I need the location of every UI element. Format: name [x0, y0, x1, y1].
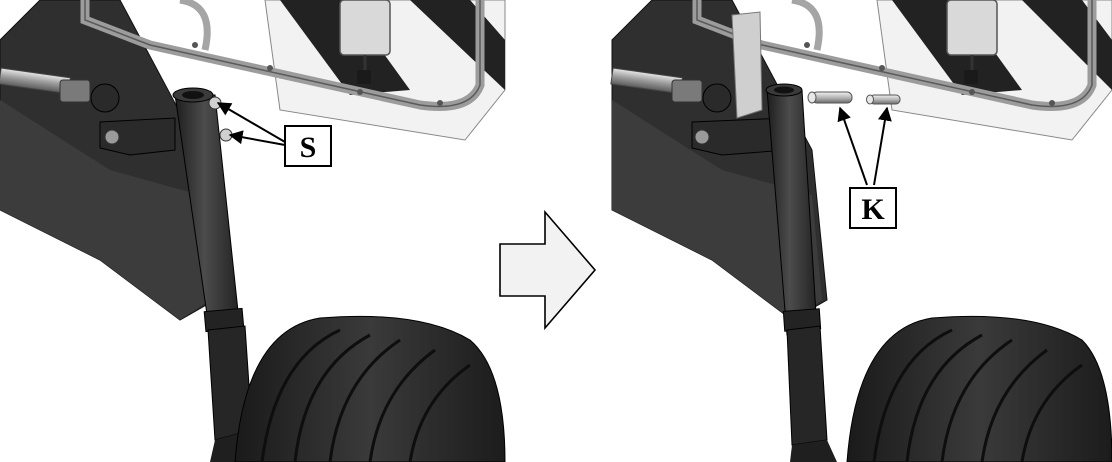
- left-callout-label: S: [300, 131, 317, 164]
- right-tire: [846, 315, 1112, 462]
- right-callout-box: [849, 187, 897, 229]
- left-control-box: [339, 0, 391, 56]
- left-leader-lower: [228, 130, 286, 146]
- right-callout-label: K: [861, 193, 885, 226]
- left-leader-upper: [216, 102, 286, 143]
- left-tire: [234, 315, 506, 462]
- left-fender-shade: [0, 100, 210, 320]
- left-bracket-nut: [104, 129, 120, 145]
- right-panel: K: [610, 0, 1112, 462]
- right-fender-shade: [612, 100, 822, 320]
- process-arrow: [499, 209, 597, 331]
- left-panel: S: [0, 0, 506, 462]
- right-bracket-plate: [731, 11, 763, 119]
- right-pin-short: [866, 94, 901, 105]
- right-block-arrow-icon: [499, 209, 597, 331]
- right-leader-short: [873, 106, 892, 186]
- left-frame-arch: [179, 0, 211, 51]
- right-control-box: [946, 0, 998, 56]
- right-pin-long: [807, 91, 853, 104]
- left-clamp-bracket: [99, 117, 176, 156]
- left-callout-box: [284, 125, 332, 167]
- right-leader-long: [837, 106, 868, 186]
- left-tire-grooves: [260, 328, 471, 462]
- left-rod-fitting: [59, 79, 91, 103]
